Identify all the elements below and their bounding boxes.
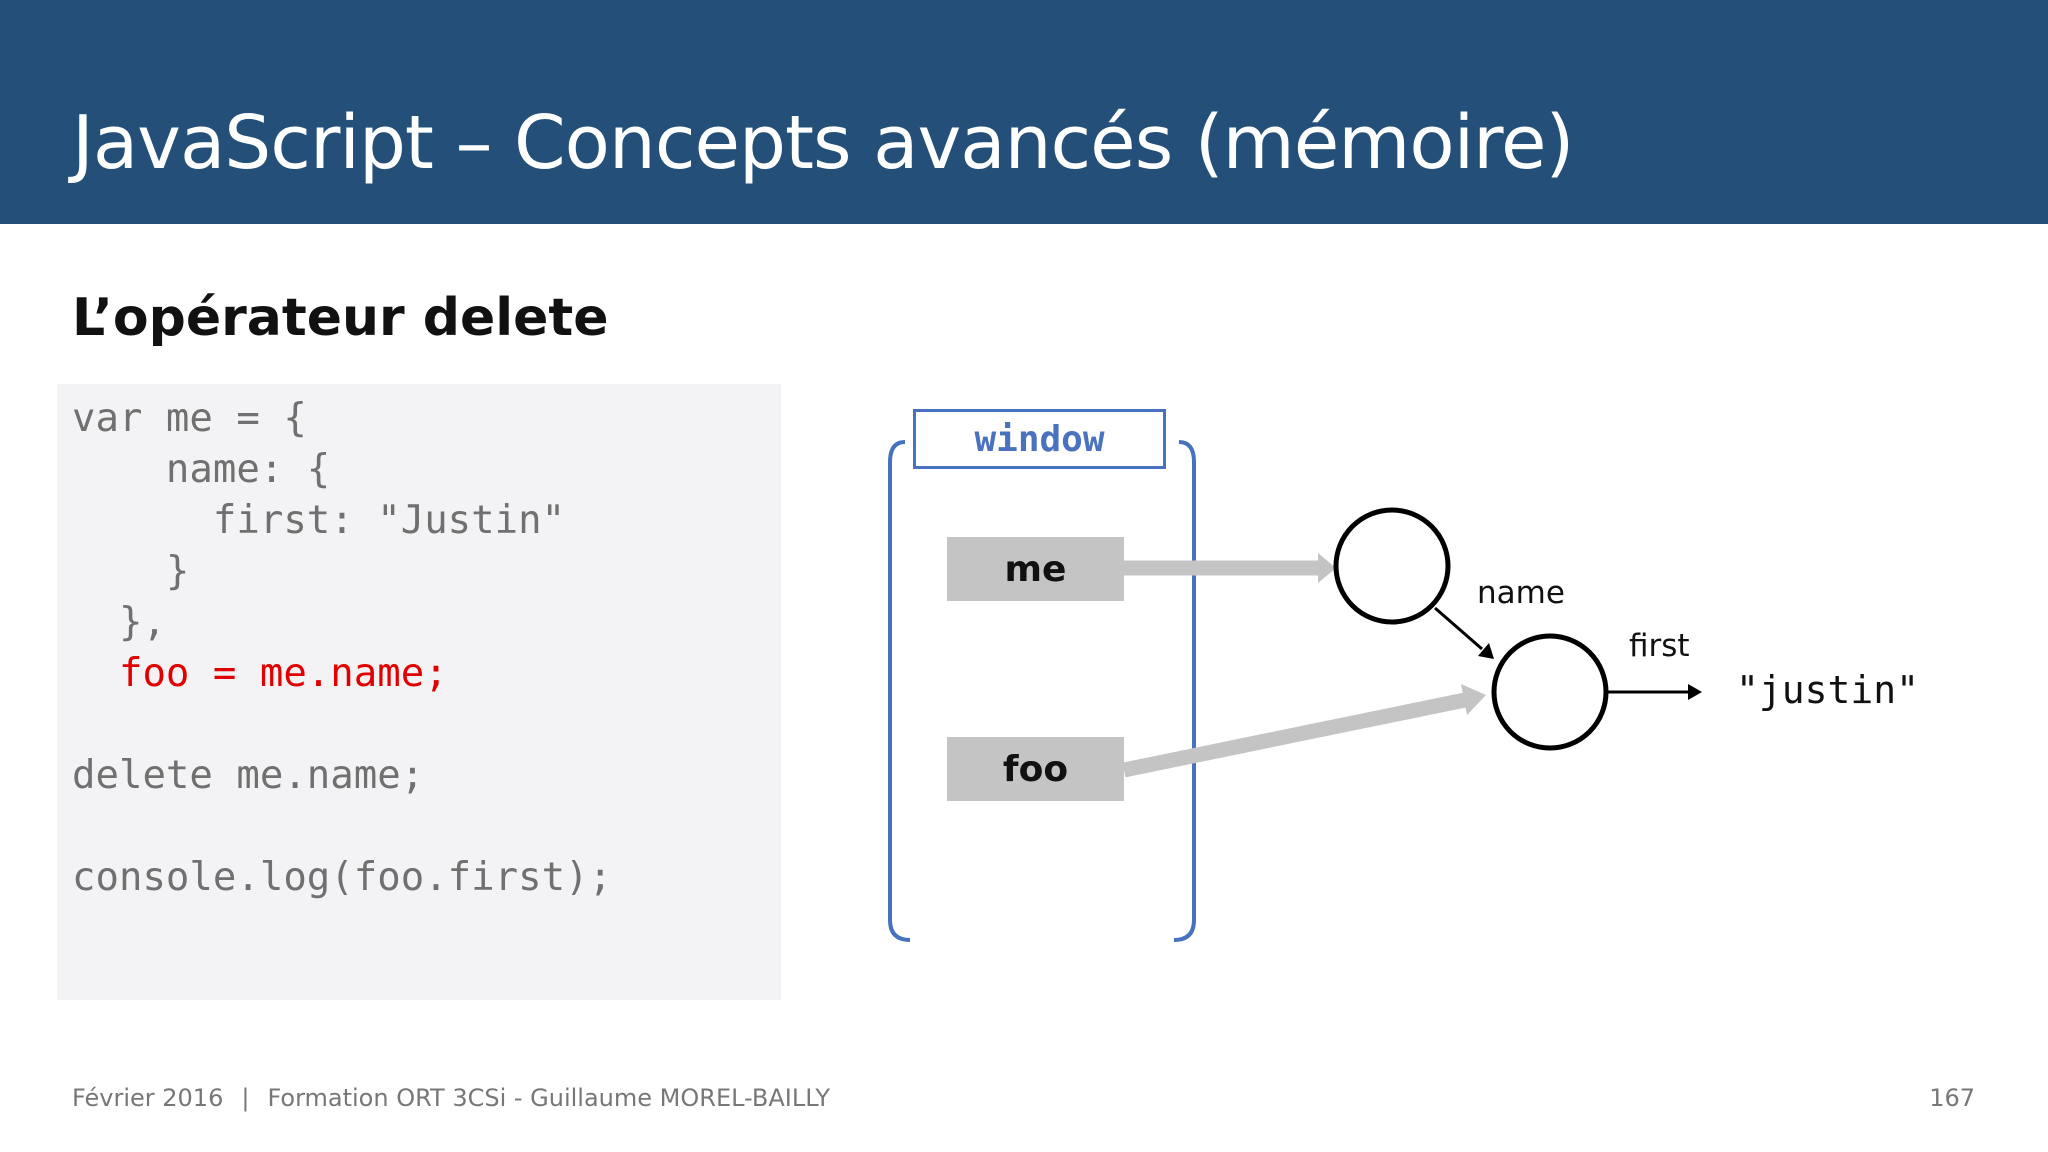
window-scope-label: window	[913, 409, 1166, 469]
slide-title: JavaScript – Concepts avancés (mémoire)	[72, 100, 1574, 186]
scope-container	[888, 440, 1196, 942]
edge-label-first: first	[1629, 628, 1690, 664]
edge-label-name: name	[1477, 575, 1565, 611]
code-line: name: {	[72, 447, 331, 492]
code-line: console.log(foo.first);	[72, 855, 613, 900]
section-heading: L’opérateur delete	[72, 288, 609, 348]
object-node-name	[1491, 633, 1609, 751]
code-line: },	[72, 600, 166, 645]
code-line: var me = {	[72, 396, 307, 441]
code-line-highlighted: foo = me.name;	[72, 651, 448, 696]
me-reference-arrowhead	[1318, 553, 1336, 583]
object-node-me	[1333, 507, 1451, 625]
footer-credit: Formation ORT 3CSi - Guillaume MOREL-BAI…	[267, 1084, 831, 1112]
slide-header: JavaScript – Concepts avancés (mémoire)	[0, 0, 2048, 224]
page-number: 167	[1929, 1084, 1975, 1112]
footer-separator: |	[241, 1084, 250, 1112]
string-value: "justin"	[1736, 668, 1920, 712]
variable-foo: foo	[947, 737, 1124, 801]
code-block	[57, 384, 781, 1000]
code-line: delete me.name;	[72, 753, 425, 798]
first-edge-arrowhead	[1688, 684, 1702, 700]
name-edge-arrowhead	[1478, 643, 1494, 659]
code-line: }	[72, 549, 190, 594]
footer-date: Février 2016	[72, 1084, 224, 1112]
name-edge	[1434, 606, 1483, 651]
foo-reference-arrowhead	[1461, 684, 1486, 715]
variable-me: me	[947, 537, 1124, 601]
foo-reference-arrow	[1122, 692, 1467, 778]
slide-footer: Février 2016 | Formation ORT 3CSi - Guilla…	[72, 1084, 830, 1112]
code-line: first: "Justin"	[72, 498, 566, 543]
